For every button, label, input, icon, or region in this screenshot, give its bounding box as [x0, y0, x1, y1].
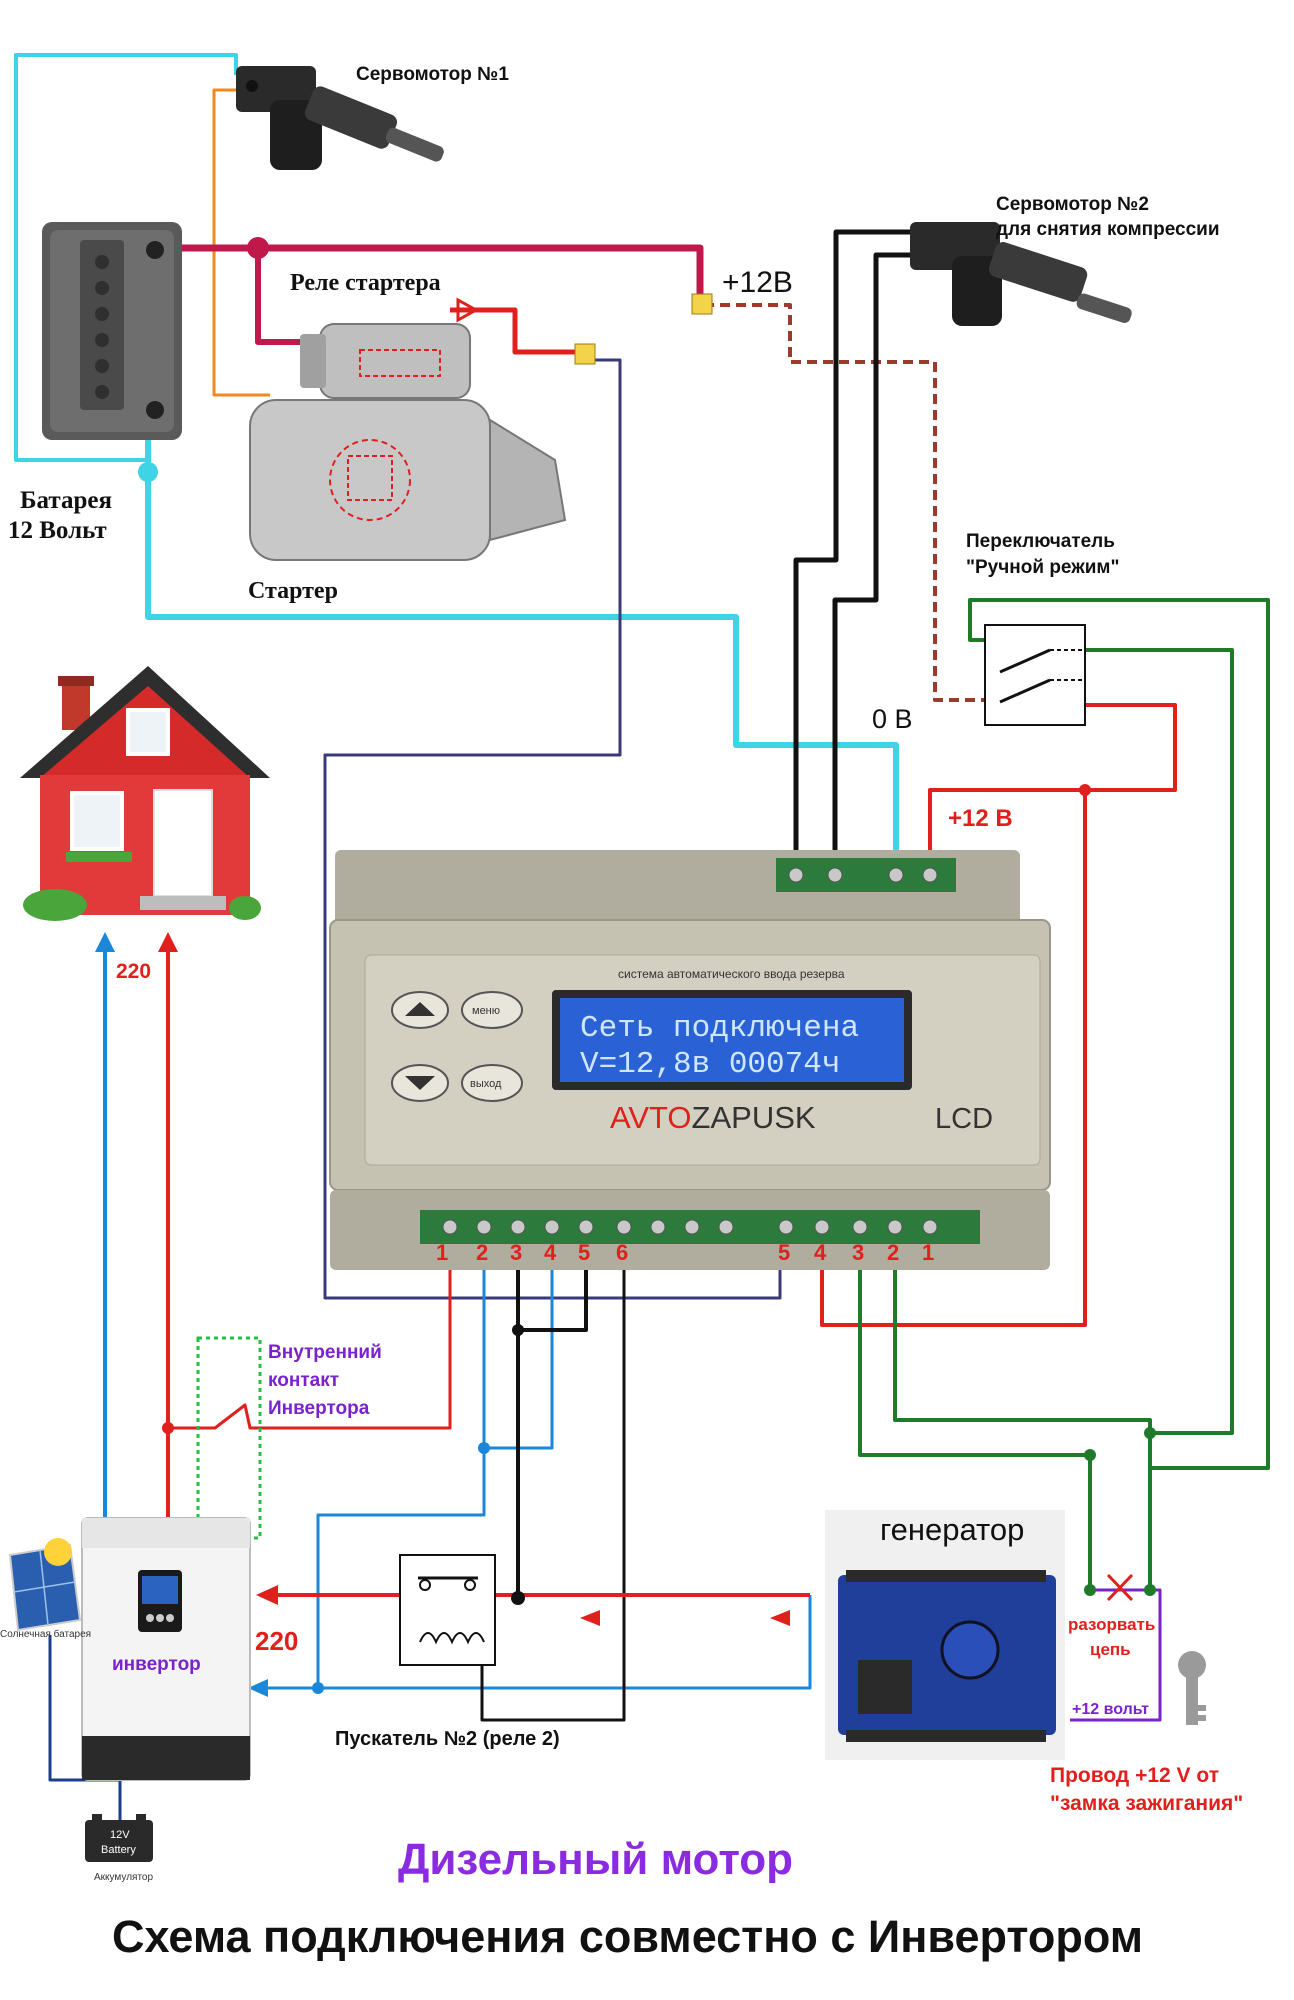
- diesel-motor-label: Дизельный мотор: [398, 1835, 793, 1884]
- servo-motor-2: [910, 222, 1132, 326]
- terminal-left-5: 5: [578, 1240, 590, 1265]
- lcd-line-2: V=12,8в 00074ч: [580, 1047, 840, 1082]
- terminal-right-3: 3: [852, 1240, 864, 1265]
- arrow-left-red-mid-icon: [580, 1610, 600, 1626]
- terminal-left-2: 2: [476, 1240, 488, 1265]
- generator-label: генератор: [880, 1512, 1024, 1547]
- terminal-right-4: 4: [814, 1240, 827, 1265]
- model-label: LCD: [935, 1103, 993, 1135]
- ignition-wire-label-2: "замка зажигания": [1050, 1792, 1243, 1815]
- terminal-right-5: 5: [778, 1240, 790, 1265]
- wire-green-switch-a: [968, 598, 1270, 1470]
- car-battery: [42, 222, 182, 440]
- ignition-key-icon: [1178, 1651, 1206, 1725]
- wire-black-servo2-b: [832, 252, 910, 858]
- wire-red-relay: [450, 307, 582, 355]
- wire-dashed-12v: [704, 303, 985, 702]
- arrow-up-blue-icon: [95, 932, 115, 952]
- break-circuit-label-1: разорвать: [1068, 1615, 1155, 1634]
- wire-green-switch-b: [1085, 648, 1234, 1435]
- plus12v-top-label: +12В: [722, 266, 793, 299]
- terminal-12v-top: [691, 293, 713, 315]
- switch-label-2: "Ручной режим": [966, 557, 1119, 578]
- generator: [825, 1510, 1065, 1760]
- solar-battery-label: Солнечная батарея: [0, 1628, 91, 1640]
- text-labels: Сервомотор №1 Сервомотор №2 для снятия к…: [0, 64, 1243, 1962]
- house: [20, 666, 270, 921]
- solar-panel-icon: [8, 1538, 82, 1632]
- contactor-2: [399, 1554, 496, 1666]
- terminal-left-3: 3: [510, 1240, 522, 1265]
- wire-red-internal: [168, 1238, 452, 1430]
- wire-green-ctrl-2: [893, 1238, 1152, 1590]
- servo2-label-1: Сервомотор №2: [996, 194, 1149, 215]
- starter-motor: [249, 323, 567, 561]
- arrow-left-red-icon: [256, 1585, 278, 1605]
- internal-contact-label-1: Внутренний: [268, 1342, 382, 1363]
- contactor2-label: Пускатель №2 (реле 2): [335, 1728, 560, 1750]
- break-circuit-icon: [1106, 1573, 1134, 1602]
- brand-logo: AVTOZAPUSK: [610, 1100, 816, 1135]
- wire-crimson-battery: [155, 244, 704, 298]
- battery-label-1: Батарея: [20, 487, 112, 514]
- exit-button-label: выход: [470, 1078, 502, 1090]
- internal-contact-label-2: контакт: [268, 1370, 339, 1391]
- battery-12v-label-2: Battery: [101, 1844, 136, 1856]
- wire-red-12v: [928, 703, 1177, 860]
- arrows: [95, 297, 790, 1697]
- servo1-label: Сервомотор №1: [356, 64, 509, 85]
- internal-contact-label-3: Инвертора: [268, 1398, 370, 1419]
- terminal-left-1: 1: [436, 1240, 448, 1265]
- controller-unit: [329, 850, 1051, 1270]
- wire-black-servo2-a: [793, 229, 910, 858]
- terminal-relay: [574, 343, 596, 365]
- wire-blue-gen-return: [245, 1595, 812, 1690]
- battery-label-2: 12 Вольт: [8, 517, 107, 544]
- terminal-right-2: 2: [887, 1240, 899, 1265]
- wire-navy-starter: [323, 358, 782, 1300]
- wire-blue-ctrl-4: [484, 1238, 554, 1450]
- junction-dots: [138, 237, 1156, 1694]
- v220-inverter-label: 220: [255, 1626, 298, 1656]
- arrow-relay-icon: [456, 297, 480, 323]
- wire-red-12v-down: [820, 790, 1087, 1327]
- break-circuit-label-2: цепь: [1090, 1640, 1131, 1659]
- wire-crimson-relay: [255, 248, 300, 345]
- battery-12v-label-1: 12V: [110, 1829, 130, 1841]
- menu-button-label: меню: [472, 1005, 500, 1017]
- zero-v-label: 0 В: [872, 704, 913, 734]
- ignition-wire-label-1: Провод +12 V от: [1050, 1764, 1219, 1787]
- wire-purple-key: [1070, 1588, 1162, 1722]
- controller-subtitle: система автоматического ввода резерва: [618, 967, 845, 981]
- inverter-label: инвертор: [112, 1654, 201, 1675]
- terminal-right-1: 1: [922, 1240, 934, 1265]
- v220-house-label: 220: [116, 960, 151, 983]
- wire-cyan-minus: [145, 410, 899, 858]
- servo2-label-2: для снятия компрессии: [996, 219, 1220, 240]
- scheme-title: Схема подключения совместно с Инвертором: [112, 1911, 1143, 1962]
- lcd-line-1: Сеть подключена: [580, 1011, 859, 1046]
- switch-label-1: Переключатель: [966, 531, 1115, 552]
- terminal-left-6: 6: [616, 1240, 628, 1265]
- arrow-up-red-icon: [158, 932, 178, 952]
- plus12-volt-label: +12 вольт: [1072, 1701, 1149, 1718]
- arrow-left-blue-icon: [248, 1679, 268, 1697]
- servo-motor-1: [236, 66, 444, 170]
- manual-mode-switch: [984, 624, 1086, 726]
- wire-green-ctrl-3: [858, 1238, 1092, 1590]
- arrow-left-red-right-icon: [770, 1610, 790, 1626]
- wire-cyan-servo1: [14, 53, 238, 462]
- starter-relay-label: Реле стартера: [290, 270, 441, 296]
- internal-contact-box: [196, 1336, 262, 1540]
- terminal-left-4: 4: [544, 1240, 557, 1265]
- starter-label: Стартер: [248, 578, 338, 604]
- accumulator-label: Аккумулятор: [94, 1872, 153, 1883]
- inverter-battery-icon: [85, 1814, 153, 1862]
- wire-black-ctrl-6: [480, 1238, 626, 1722]
- wire-blue-ctrl-2: [316, 1238, 486, 1688]
- wire-orange-servo1: [212, 88, 270, 397]
- plus12v-red-label: +12 В: [948, 805, 1013, 832]
- inverter: [81, 1517, 251, 1781]
